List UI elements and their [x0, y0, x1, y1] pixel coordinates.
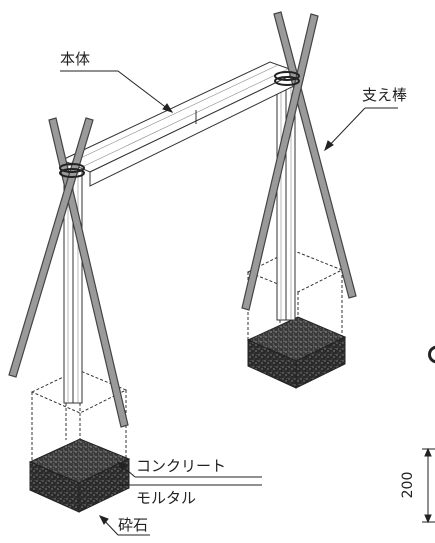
- right-post: [276, 79, 296, 345]
- left-gravel: [28, 438, 131, 513]
- label-dimension: 200: [400, 472, 416, 499]
- main-beam: [60, 61, 300, 187]
- label-concrete: コンクリート: [136, 457, 226, 475]
- label-crushed-stone: 砕石: [118, 516, 148, 534]
- binding-wraps: [59, 71, 300, 178]
- dimension-marker: [422, 447, 435, 524]
- label-support-pole: 支え棒: [362, 86, 407, 104]
- label-main-body: 本体: [60, 50, 90, 68]
- leader-lines: [60, 70, 398, 536]
- support-poles: [8, 11, 357, 428]
- right-gravel: [246, 316, 347, 389]
- edge-circle-fragment: [428, 345, 435, 364]
- label-mortar: モルタル: [136, 489, 196, 507]
